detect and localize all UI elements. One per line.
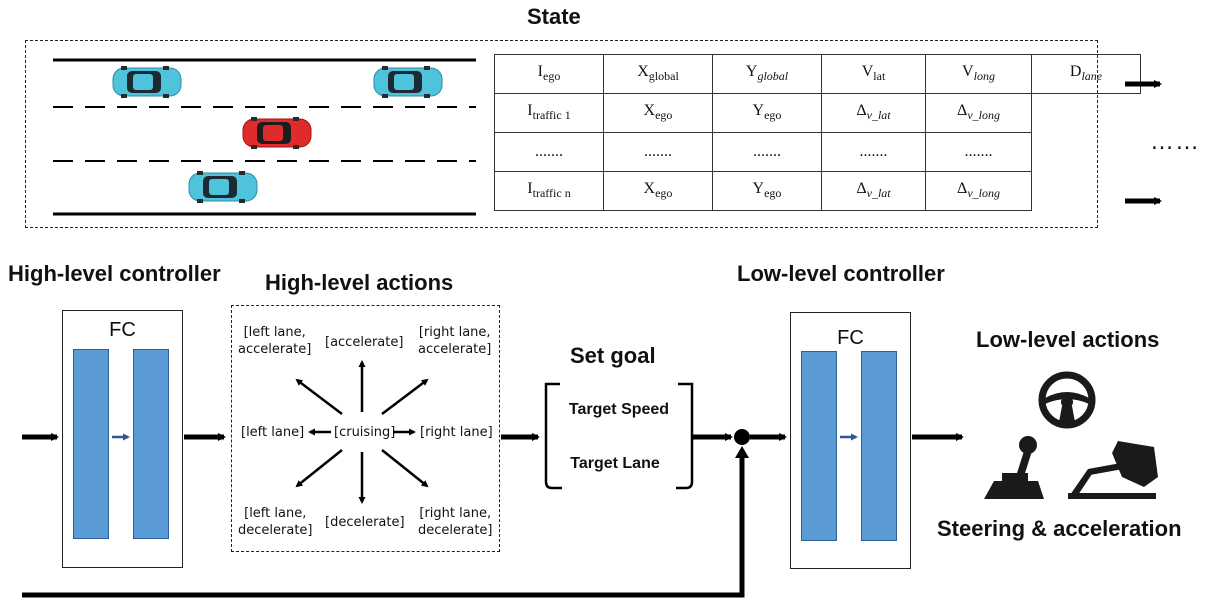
cell-symbol: ....... (535, 143, 563, 160)
cell-subscript: ego (655, 108, 673, 123)
cell-symbol: I (537, 63, 543, 81)
traffic-car-icon (373, 66, 443, 98)
cell-symbol: I (527, 102, 533, 120)
state-table-cell: ....... (712, 132, 822, 172)
cell-subscript: global (648, 69, 679, 84)
cell-subscript: ego (764, 186, 782, 201)
action-right-lane: [right lane] (420, 425, 493, 440)
fc-label: FC (109, 319, 136, 341)
set-goal-brackets (544, 382, 694, 490)
action-cruising: [cruising] (334, 425, 396, 440)
cell-symbol: ....... (964, 143, 993, 160)
cell-symbol: Y (752, 102, 765, 120)
cell-subscript: v_lat (866, 108, 891, 123)
fc-layer-bar (801, 351, 837, 541)
cell-symbol: X (643, 180, 656, 198)
cell-subscript: v_long (967, 186, 1000, 201)
state-table-cell: Itraffic n (494, 171, 604, 211)
cell-symbol: ....... (644, 143, 672, 160)
cell-subscript: traffic n (532, 186, 571, 201)
low-level-actions-title: Low-level actions (976, 327, 1160, 352)
state-table-cell: Δv_lat (821, 93, 926, 133)
fc-layer-bar (861, 351, 897, 541)
action-right-lane-accelerate: [right lane, accelerate] (418, 325, 492, 357)
state-table-cell: ....... (603, 132, 713, 172)
target-lane-label: Target Lane (570, 455, 660, 472)
cell-symbol: Y (745, 63, 758, 81)
state-table-cell: Yego (712, 171, 822, 211)
cell-subscript: lane (1081, 69, 1103, 84)
cell-symbol: D (1069, 63, 1082, 81)
state-ellipsis: …… (1150, 128, 1200, 155)
cell-subscript: ego (543, 69, 561, 84)
steering-wheel-icon (1038, 371, 1096, 429)
state-table-cell: Dlane (1031, 54, 1141, 94)
state-table-cell: Xglobal (603, 54, 713, 94)
state-table-cell: Xego (603, 171, 713, 211)
fc-label: FC (837, 327, 864, 349)
cell-symbol: Δ (856, 102, 867, 120)
state-table-cell: Δv_lat (821, 171, 926, 211)
traffic-car-icon (188, 171, 258, 203)
summing-junction (734, 429, 750, 445)
state-table-cell: ....... (821, 132, 926, 172)
cell-symbol: ....... (859, 143, 888, 160)
state-table-cell: Yglobal (712, 54, 822, 94)
state-table-cell: Itraffic 1 (494, 93, 604, 133)
cell-symbol: X (637, 63, 649, 81)
state-table-cell: Δv_long (925, 171, 1032, 211)
cell-symbol: V (861, 63, 874, 81)
high-level-controller-title: High-level controller (8, 261, 221, 286)
action-right-lane-decelerate: [right lane, decelerate] (418, 506, 493, 538)
action-accelerate: [accelerate] (325, 335, 404, 350)
cell-symbol: Y (752, 180, 765, 198)
cell-subscript: global (757, 69, 789, 84)
cell-subscript: ego (764, 108, 782, 123)
low-level-actions-caption: Steering & acceleration (937, 516, 1182, 541)
pedal-icon (1068, 441, 1158, 499)
cell-symbol: I (527, 180, 533, 198)
high-level-actions-box (231, 305, 500, 552)
cell-symbol: Δ (856, 180, 867, 198)
action-decelerate: [decelerate] (325, 515, 405, 530)
state-table-cell: Vlat (821, 54, 926, 94)
target-speed-label: Target Speed (568, 401, 670, 418)
state-table-cell: ....... (925, 132, 1032, 172)
gear-shift-icon (984, 436, 1044, 499)
fc-layer-bar (73, 349, 109, 539)
cell-symbol: X (643, 102, 656, 120)
cell-symbol: V (962, 63, 974, 81)
low-level-controller-title: Low-level controller (737, 261, 945, 286)
high-level-actions-title: High-level actions (265, 270, 454, 295)
cell-symbol: Δ (957, 180, 968, 198)
action-left-lane: [left lane] (241, 425, 305, 440)
cell-subscript: traffic 1 (532, 108, 571, 123)
cell-symbol: Δ (957, 102, 968, 120)
state-table-cell: Vlong (925, 54, 1032, 94)
cell-symbol: ....... (753, 143, 781, 160)
cell-subscript: ego (655, 186, 673, 201)
traffic-car-icon (112, 66, 182, 98)
cell-subscript: long (973, 69, 995, 84)
cell-subscript: v_long (967, 108, 1000, 123)
cell-subscript: lat (873, 69, 886, 84)
action-direction-arrows (295, 360, 429, 504)
set-goal-title: Set goal (570, 343, 656, 368)
action-left-lane-accelerate: [left lane, accelerate] (238, 325, 312, 357)
state-table-cell: Iego (494, 54, 604, 94)
ego-car-icon (242, 117, 312, 149)
fc-layer-bar (133, 349, 169, 539)
state-table-row: ................................... (494, 132, 1141, 172)
cell-subscript: v_lat (866, 186, 891, 201)
action-left-lane-decelerate: [left lane, decelerate] (238, 506, 313, 538)
state-box (25, 40, 1098, 228)
state-title: State (527, 4, 581, 29)
